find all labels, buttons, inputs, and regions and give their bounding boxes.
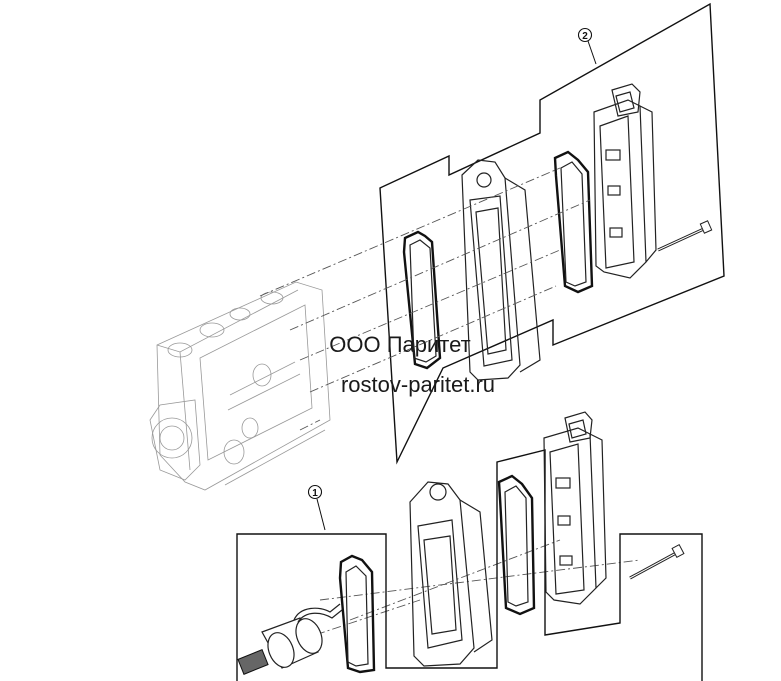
bolt-lower bbox=[629, 544, 685, 580]
gasket-lower-left bbox=[338, 554, 376, 674]
callout-1-label: 1 bbox=[312, 488, 318, 499]
group-2-frame bbox=[379, 2, 725, 465]
solenoid-coil bbox=[237, 603, 343, 675]
callout-2-label: 2 bbox=[582, 31, 588, 42]
group-1-frame bbox=[236, 449, 703, 681]
control-module-lower bbox=[543, 411, 607, 605]
watermark-url: rostov-paritet.ru bbox=[341, 372, 495, 397]
watermark: ООО Паритет rostov-paritet.ru bbox=[329, 332, 495, 397]
callout-2: 2 bbox=[577, 27, 597, 65]
gasket-lower-right bbox=[497, 474, 536, 616]
control-module-upper bbox=[593, 83, 657, 279]
bolt-upper bbox=[657, 220, 713, 252]
callout-1: 1 bbox=[307, 484, 326, 531]
cover-plate-lower bbox=[409, 481, 493, 667]
valve-block bbox=[149, 281, 331, 491]
gasket-upper-left bbox=[402, 230, 442, 370]
cover-plate-upper bbox=[461, 159, 541, 381]
watermark-company: ООО Паритет bbox=[329, 332, 470, 357]
gasket-upper-right bbox=[553, 150, 594, 294]
